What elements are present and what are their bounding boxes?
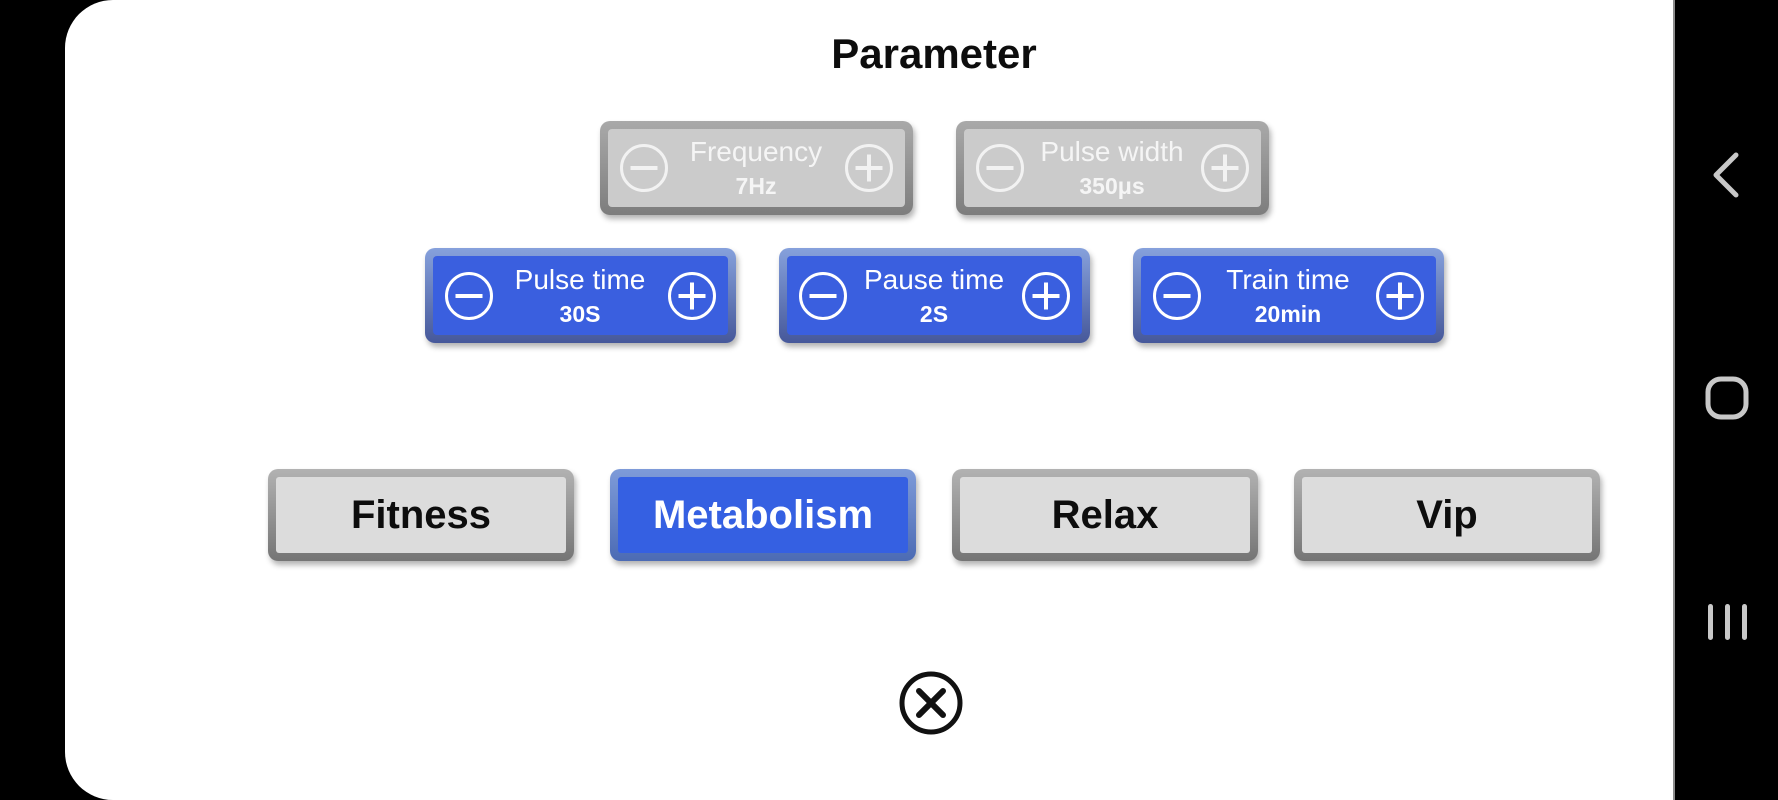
param-value: 7Hz [735,173,777,199]
param-value: 350μs [1079,173,1145,199]
param-label: Train time [1226,263,1350,295]
param-label: Pulse width [1040,136,1184,167]
pause-time-minus-icon[interactable] [798,271,847,320]
param-pulse-width: Pulse width 350μs [955,121,1269,215]
mode-button-fitness[interactable]: Fitness [268,469,574,561]
pulse-width-minus-icon[interactable] [975,144,1024,192]
pulse-width-plus-icon[interactable] [1200,144,1249,192]
disabled-parameter-row: Frequency 7Hz Pulse width 350μs [130,121,1738,215]
param-value: 20min [1254,300,1322,327]
param-value: 2S [919,300,949,327]
android-nav-bar [1673,0,1778,800]
param-train-time: Train time 20min [1132,248,1444,343]
param-pulse-time: Pulse time 30S [424,248,736,343]
param-label: Pause time [863,263,1005,295]
mode-button-relax[interactable]: Relax [952,469,1258,561]
parameter-panel: Parameter Frequency 7Hz Pulse width 350μ… [65,0,1673,800]
page-title: Parameter [831,30,1037,77]
pause-time-plus-icon[interactable] [1021,271,1070,320]
frequency-minus-icon[interactable] [619,144,668,192]
param-label: Pulse time [514,263,646,295]
pulse-time-minus-icon[interactable] [444,271,493,320]
recents-icon[interactable] [1705,602,1749,647]
mode-button-metabolism[interactable]: Metabolism [610,469,916,561]
frequency-plus-icon[interactable] [844,144,893,192]
back-icon[interactable] [1707,149,1747,206]
home-icon[interactable] [1705,376,1749,425]
mode-button-row: Fitness Metabolism Relax Vip [130,469,1738,561]
param-value: 30S [559,300,601,327]
train-time-minus-icon[interactable] [1152,271,1201,320]
param-frequency: Frequency 7Hz [599,121,913,215]
close-icon[interactable] [897,669,965,737]
active-parameter-row: Pulse time 30S Pause time 2S Train time [130,248,1738,343]
param-label: Frequency [689,136,823,167]
param-pause-time: Pause time 2S [778,248,1090,343]
train-time-plus-icon[interactable] [1375,271,1424,320]
mode-button-vip[interactable]: Vip [1294,469,1600,561]
pulse-time-plus-icon[interactable] [667,271,716,320]
